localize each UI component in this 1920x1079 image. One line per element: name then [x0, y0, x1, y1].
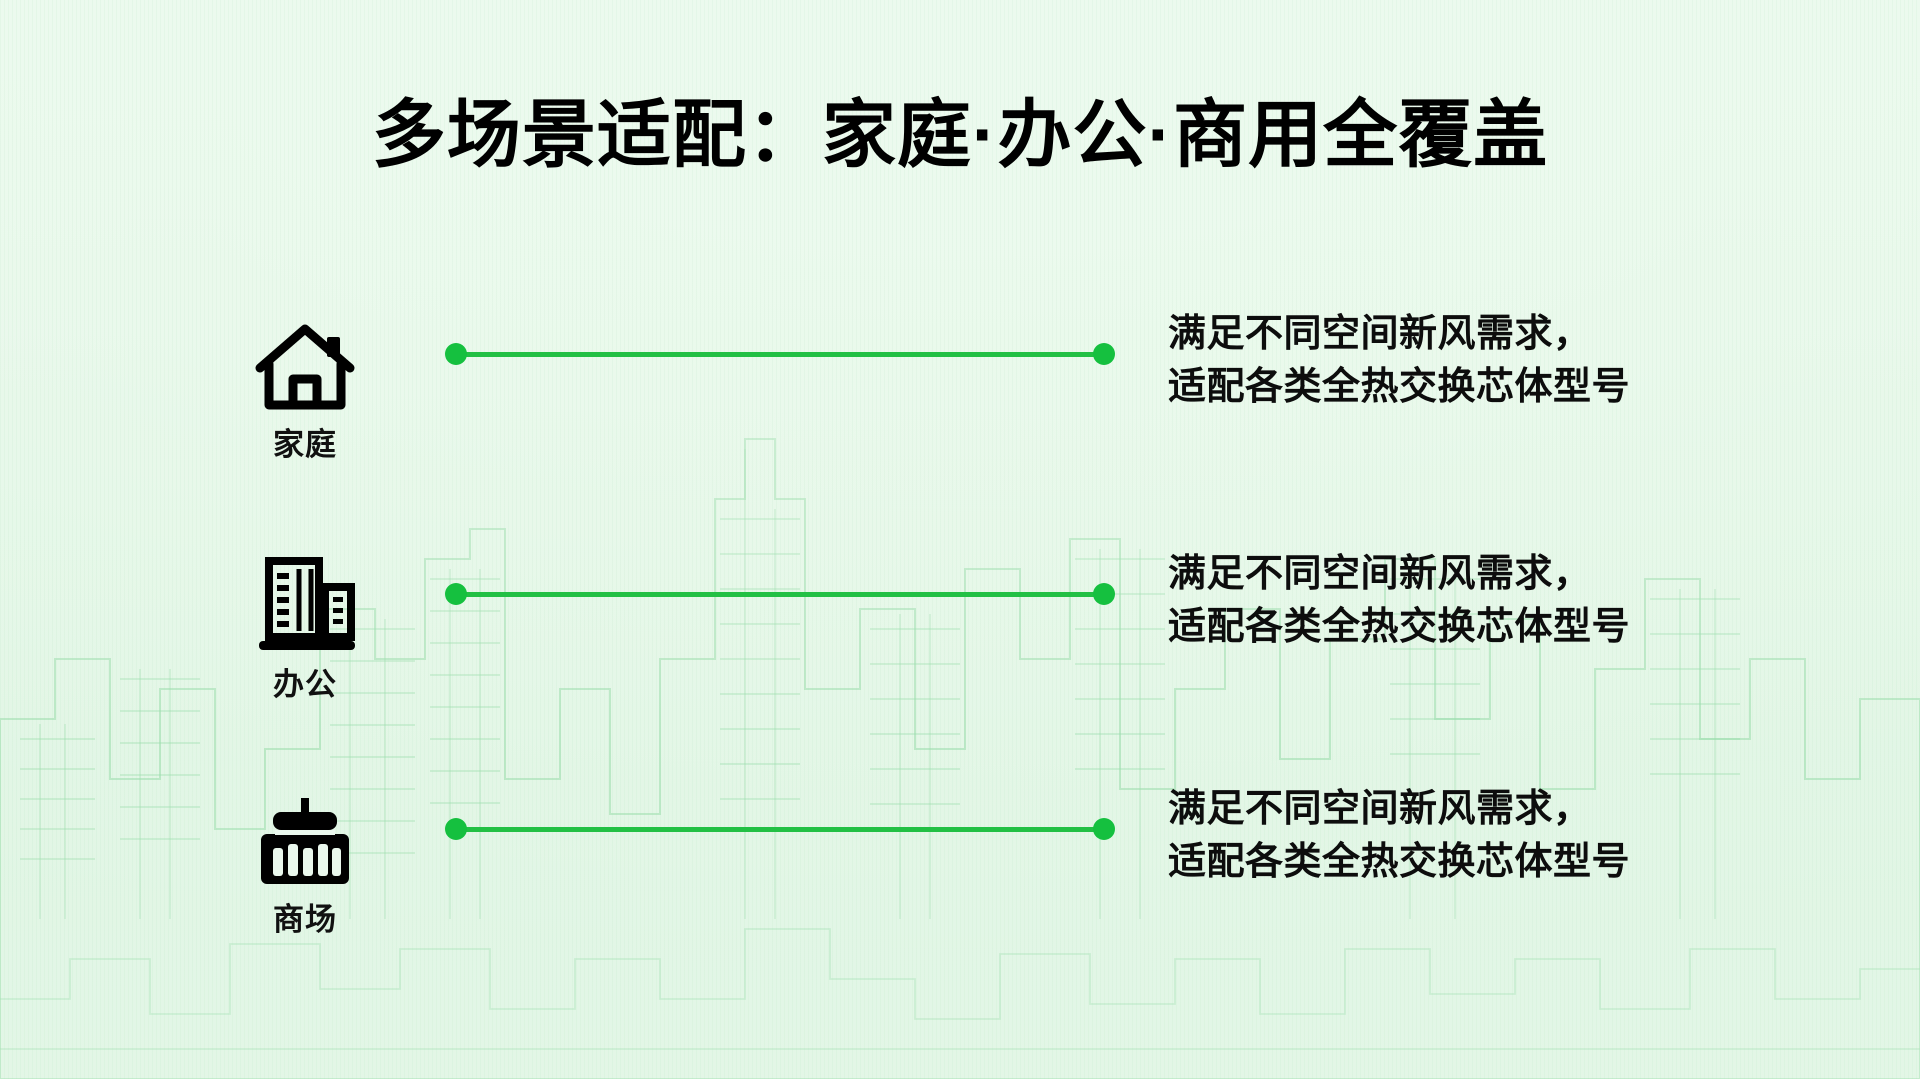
connector-dot-left — [445, 343, 467, 365]
connector-dot-right — [1093, 343, 1115, 365]
connector-line — [445, 343, 1115, 365]
scenario-row: 家庭 满足不同空间新风需求， 适配各类全热交换芯体型号 — [0, 313, 1920, 525]
mall-building-icon — [251, 790, 359, 890]
scenario-description: 满足不同空间新风需求， 适配各类全热交换芯体型号 — [1168, 553, 1631, 649]
scenario-row: 办公 满足不同空间新风需求， 适配各类全热交换芯体型号 — [0, 553, 1920, 765]
scenario-icon-column: 家庭 — [215, 315, 395, 460]
scenario-label: 办公 — [273, 667, 337, 702]
scenario-row: 商场 满足不同空间新风需求， 适配各类全热交换芯体型号 — [0, 788, 1920, 1000]
connector-dot-left — [445, 818, 467, 840]
office-building-icon — [251, 555, 359, 655]
scenario-label: 家庭 — [273, 427, 337, 462]
page-title: 多场景适配：家庭·办公·商用全覆盖 — [371, 93, 1549, 176]
connector-bar — [450, 352, 1110, 357]
connector-line — [445, 818, 1115, 840]
connector-dot-right — [1093, 583, 1115, 605]
connector-dot-right — [1093, 818, 1115, 840]
house-icon — [251, 315, 359, 415]
scenario-description: 满足不同空间新风需求， 适配各类全热交换芯体型号 — [1168, 313, 1631, 409]
connector-bar — [450, 827, 1110, 832]
scenario-icon-column: 商场 — [215, 790, 395, 935]
scenario-label: 商场 — [273, 902, 337, 937]
scenario-description: 满足不同空间新风需求， 适配各类全热交换芯体型号 — [1168, 788, 1631, 884]
connector-line — [445, 583, 1115, 605]
connector-dot-left — [445, 583, 467, 605]
scenario-icon-column: 办公 — [215, 555, 395, 700]
connector-bar — [450, 592, 1110, 597]
